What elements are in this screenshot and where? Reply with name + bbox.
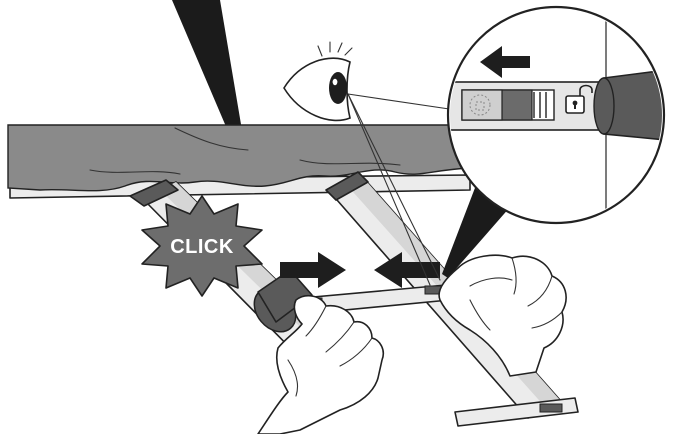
lock-slider-icon xyxy=(462,90,554,120)
click-label: CLICK xyxy=(170,236,234,258)
eye-icon xyxy=(284,42,352,120)
hand-right-icon xyxy=(439,255,566,376)
